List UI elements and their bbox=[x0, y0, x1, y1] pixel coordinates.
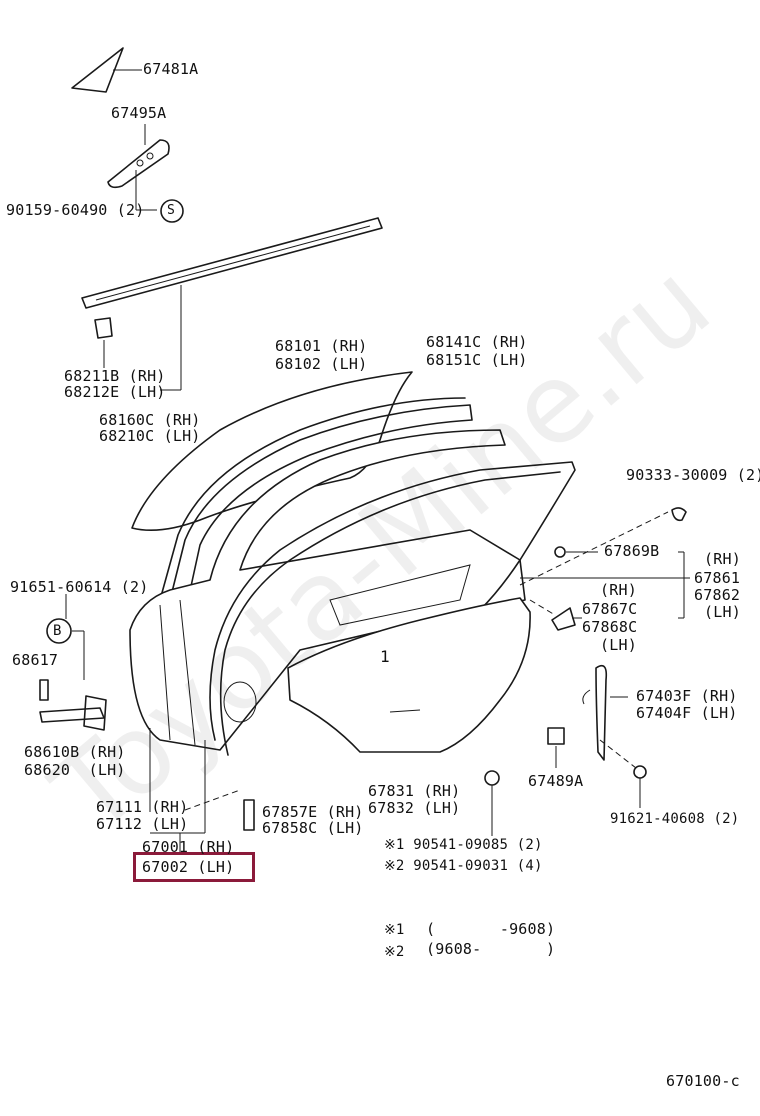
label-68620[interactable]: 68620 (LH) bbox=[24, 761, 126, 779]
label-68210c[interactable]: 68210C (LH) bbox=[99, 427, 201, 445]
part-68141c-weatherstrip[interactable] bbox=[169, 404, 473, 601]
label-91621[interactable]: 91621-40608 (2) bbox=[610, 811, 740, 827]
label-67404f[interactable]: 67404F (LH) bbox=[636, 704, 738, 722]
part-67857e-cover[interactable] bbox=[243, 799, 255, 831]
part-67861-weatherstrip[interactable] bbox=[209, 461, 576, 741]
b-mark-letter: B bbox=[53, 623, 62, 639]
b-mark-circle bbox=[46, 618, 72, 644]
part-90541-clip[interactable] bbox=[484, 770, 500, 786]
s-mark-circle bbox=[160, 199, 184, 223]
part-67001-door-shell[interactable] bbox=[129, 429, 526, 751]
label-lh-a: (LH) bbox=[704, 603, 741, 621]
label-67861[interactable]: 67861 bbox=[694, 569, 741, 587]
label-67112[interactable]: 67112 (LH) bbox=[96, 815, 189, 833]
label-67869b[interactable]: 67869B bbox=[604, 542, 660, 560]
part-68617-bolt[interactable] bbox=[39, 679, 49, 701]
label-67831[interactable]: 67831 (RH) bbox=[368, 782, 461, 800]
label-68617[interactable]: 68617 bbox=[12, 651, 59, 669]
legend2-range: (9608- ) bbox=[426, 940, 556, 958]
label-68160c[interactable]: 68160C (RH) bbox=[99, 411, 201, 429]
diagram-code: 670100-c bbox=[666, 1072, 740, 1090]
label-lh-b: (LH) bbox=[600, 636, 637, 654]
legend2-mark: ※2 bbox=[384, 944, 405, 960]
label-68151c[interactable]: 68151C (LH) bbox=[426, 351, 528, 369]
label-90159[interactable]: 90159-60490 (2) bbox=[6, 201, 145, 219]
label-67002[interactable]: 67002 (LH) bbox=[142, 858, 235, 876]
s-mark-letter: S bbox=[167, 203, 176, 218]
label-67111[interactable]: 67111 (RH) bbox=[96, 798, 189, 816]
part-67489a-stopper[interactable] bbox=[547, 727, 565, 745]
label-68102[interactable]: 68102 (LH) bbox=[275, 355, 368, 373]
part-68211b-clip[interactable] bbox=[94, 317, 113, 339]
label-67403f[interactable]: 67403F (RH) bbox=[636, 687, 738, 705]
note2-part[interactable]: ※2 90541-09031 (4) bbox=[384, 858, 543, 874]
part-67403f-channel[interactable] bbox=[595, 664, 608, 761]
label-67857e[interactable]: 67857E (RH) bbox=[262, 803, 364, 821]
note1-part[interactable]: ※1 90541-09085 (2) bbox=[384, 837, 543, 853]
label-68212e[interactable]: 68212E (LH) bbox=[64, 383, 166, 401]
label-90333[interactable]: 90333-30009 (2) bbox=[626, 466, 760, 484]
label-67001[interactable]: 67001 (RH) bbox=[142, 838, 235, 856]
part-68101-glass[interactable] bbox=[131, 371, 413, 532]
part-67495a-shape[interactable] bbox=[107, 139, 170, 189]
label-67495a[interactable]: 67495A bbox=[111, 104, 167, 122]
label-rh-a: (RH) bbox=[704, 550, 741, 568]
label-67858c[interactable]: 67858C (LH) bbox=[262, 819, 364, 837]
label-67481a[interactable]: 67481A bbox=[143, 60, 199, 78]
label-91651[interactable]: 91651-60614 (2) bbox=[10, 578, 149, 596]
label-68610b[interactable]: 68610B (RH) bbox=[24, 743, 126, 761]
label-68101[interactable]: 68101 (RH) bbox=[275, 337, 368, 355]
label-67867c[interactable]: 67867C bbox=[582, 600, 638, 618]
svg-text:1: 1 bbox=[380, 647, 390, 666]
part-67869b-clip[interactable] bbox=[554, 546, 566, 558]
part-90333-clip[interactable] bbox=[671, 507, 687, 522]
label-67832[interactable]: 67832 (LH) bbox=[368, 799, 461, 817]
label-68141c[interactable]: 68141C (RH) bbox=[426, 333, 528, 351]
label-rh-b: (RH) bbox=[600, 581, 637, 599]
highlight-box-67002 bbox=[133, 852, 255, 882]
label-67862[interactable]: 67862 bbox=[694, 586, 741, 604]
label-67868c[interactable]: 67868C bbox=[582, 618, 638, 636]
part-67867c-clip[interactable] bbox=[551, 607, 576, 631]
label-67489a[interactable]: 67489A bbox=[528, 772, 584, 790]
part-67831-trim-panel[interactable] bbox=[287, 597, 531, 753]
part-68160c-strip[interactable] bbox=[81, 217, 383, 309]
legend1-range: ( -9608) bbox=[426, 920, 556, 938]
legend1-mark: ※1 bbox=[384, 922, 405, 938]
label-68211b[interactable]: 68211B (RH) bbox=[64, 367, 166, 385]
